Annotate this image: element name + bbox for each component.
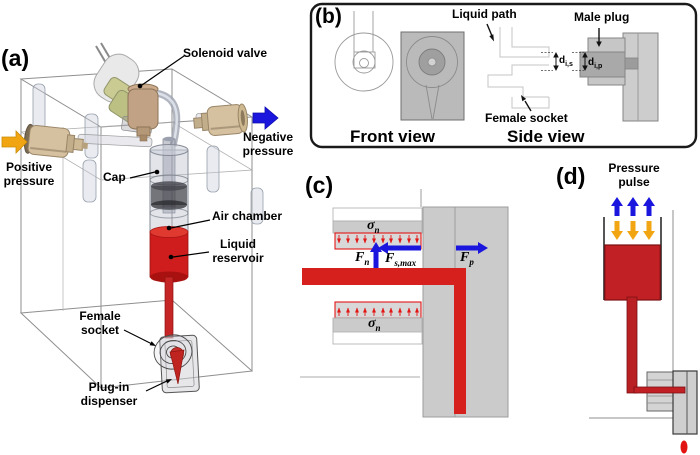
ejected-droplet xyxy=(680,440,688,454)
negative-pressure-arrow xyxy=(252,106,279,130)
front-view-label: Front view xyxy=(350,127,436,146)
stress-arrows-bottom xyxy=(337,307,419,316)
female-socket-label-b: Female socket xyxy=(485,111,568,125)
reservoir-liquid xyxy=(604,244,661,301)
solenoid-valve-label: Solenoid valve xyxy=(183,46,268,60)
force-shear-max-label: Fs,max xyxy=(385,251,417,268)
negative-pressure-fitting xyxy=(193,103,248,136)
stress-arrows-top xyxy=(337,235,419,244)
panel-a-device-drawing xyxy=(1,42,279,394)
sigma-n-bottom-label: σn xyxy=(368,316,381,333)
air-chamber-label: Air chamber xyxy=(212,209,283,223)
male-plug-label: Male plug xyxy=(574,10,630,24)
panel-b-label: (b) xyxy=(315,5,342,28)
plug-in-dispenser-label: Plug-in dispenser xyxy=(80,380,138,408)
panel-b-leader-lines xyxy=(486,23,602,112)
positive-pressure-fitting xyxy=(23,123,89,158)
side-view-male-plug xyxy=(579,32,659,122)
solenoid-valve xyxy=(93,42,181,147)
liquid-reservoir-label: Liquid reservoir xyxy=(212,237,264,265)
dispenser-block xyxy=(672,370,698,435)
panel-a-leader-lines xyxy=(123,55,211,392)
side-view-female-socket xyxy=(487,27,550,109)
dispenser-nozzle-cone xyxy=(169,349,185,385)
panel-c-label: (c) xyxy=(305,172,334,198)
liquid-channel-horizontal xyxy=(302,268,466,285)
panel-d-dispense-diagram xyxy=(589,197,698,454)
female-socket-label-a: Female socket xyxy=(79,309,121,337)
force-pull-label: Fp xyxy=(460,250,474,267)
liquid-reservoir-body xyxy=(149,231,189,278)
vial-assembly xyxy=(149,136,189,339)
liquid-channel-vertical xyxy=(454,285,466,414)
sigma-n-top-label: σn xyxy=(367,218,380,235)
liquid-tube xyxy=(164,276,174,339)
plug-in-dispenser xyxy=(153,334,200,394)
dimension-ticks xyxy=(541,52,584,71)
dim-plug-label: di,p xyxy=(588,57,603,71)
dim-socket-label: di,s xyxy=(559,55,573,69)
cap-label: Cap xyxy=(103,170,126,184)
front-view-male-plug xyxy=(400,31,465,121)
pressure-pulse-label: Pressure pulse xyxy=(608,161,660,189)
force-shear-arrow xyxy=(378,242,421,254)
positive-pressure-arrow xyxy=(1,130,28,154)
panel-a-label: (a) xyxy=(1,45,30,71)
negative-pressure-label: Negative pressure xyxy=(242,130,294,158)
panel-b-views-drawing xyxy=(309,2,698,149)
side-view-label: Side view xyxy=(507,127,585,146)
dimension-arrows xyxy=(553,52,588,71)
liquid-path-label: Liquid path xyxy=(452,7,517,21)
positive-pulse-arrows xyxy=(611,197,655,216)
positive-pressure-label: Positive pressure xyxy=(3,160,55,188)
liquid-tube-horizontal xyxy=(633,386,686,394)
front-view-female-socket xyxy=(334,11,394,92)
panel-d-label: (d) xyxy=(556,163,586,189)
negative-pulse-arrows xyxy=(611,221,655,240)
panel-c-force-diagram xyxy=(300,189,509,418)
cap-seal-disc xyxy=(151,186,187,205)
force-normal-label: Fn xyxy=(355,250,370,267)
liquid-tube-vertical xyxy=(626,296,638,394)
force-pull-arrow xyxy=(456,242,488,254)
force-arrows xyxy=(370,242,488,268)
